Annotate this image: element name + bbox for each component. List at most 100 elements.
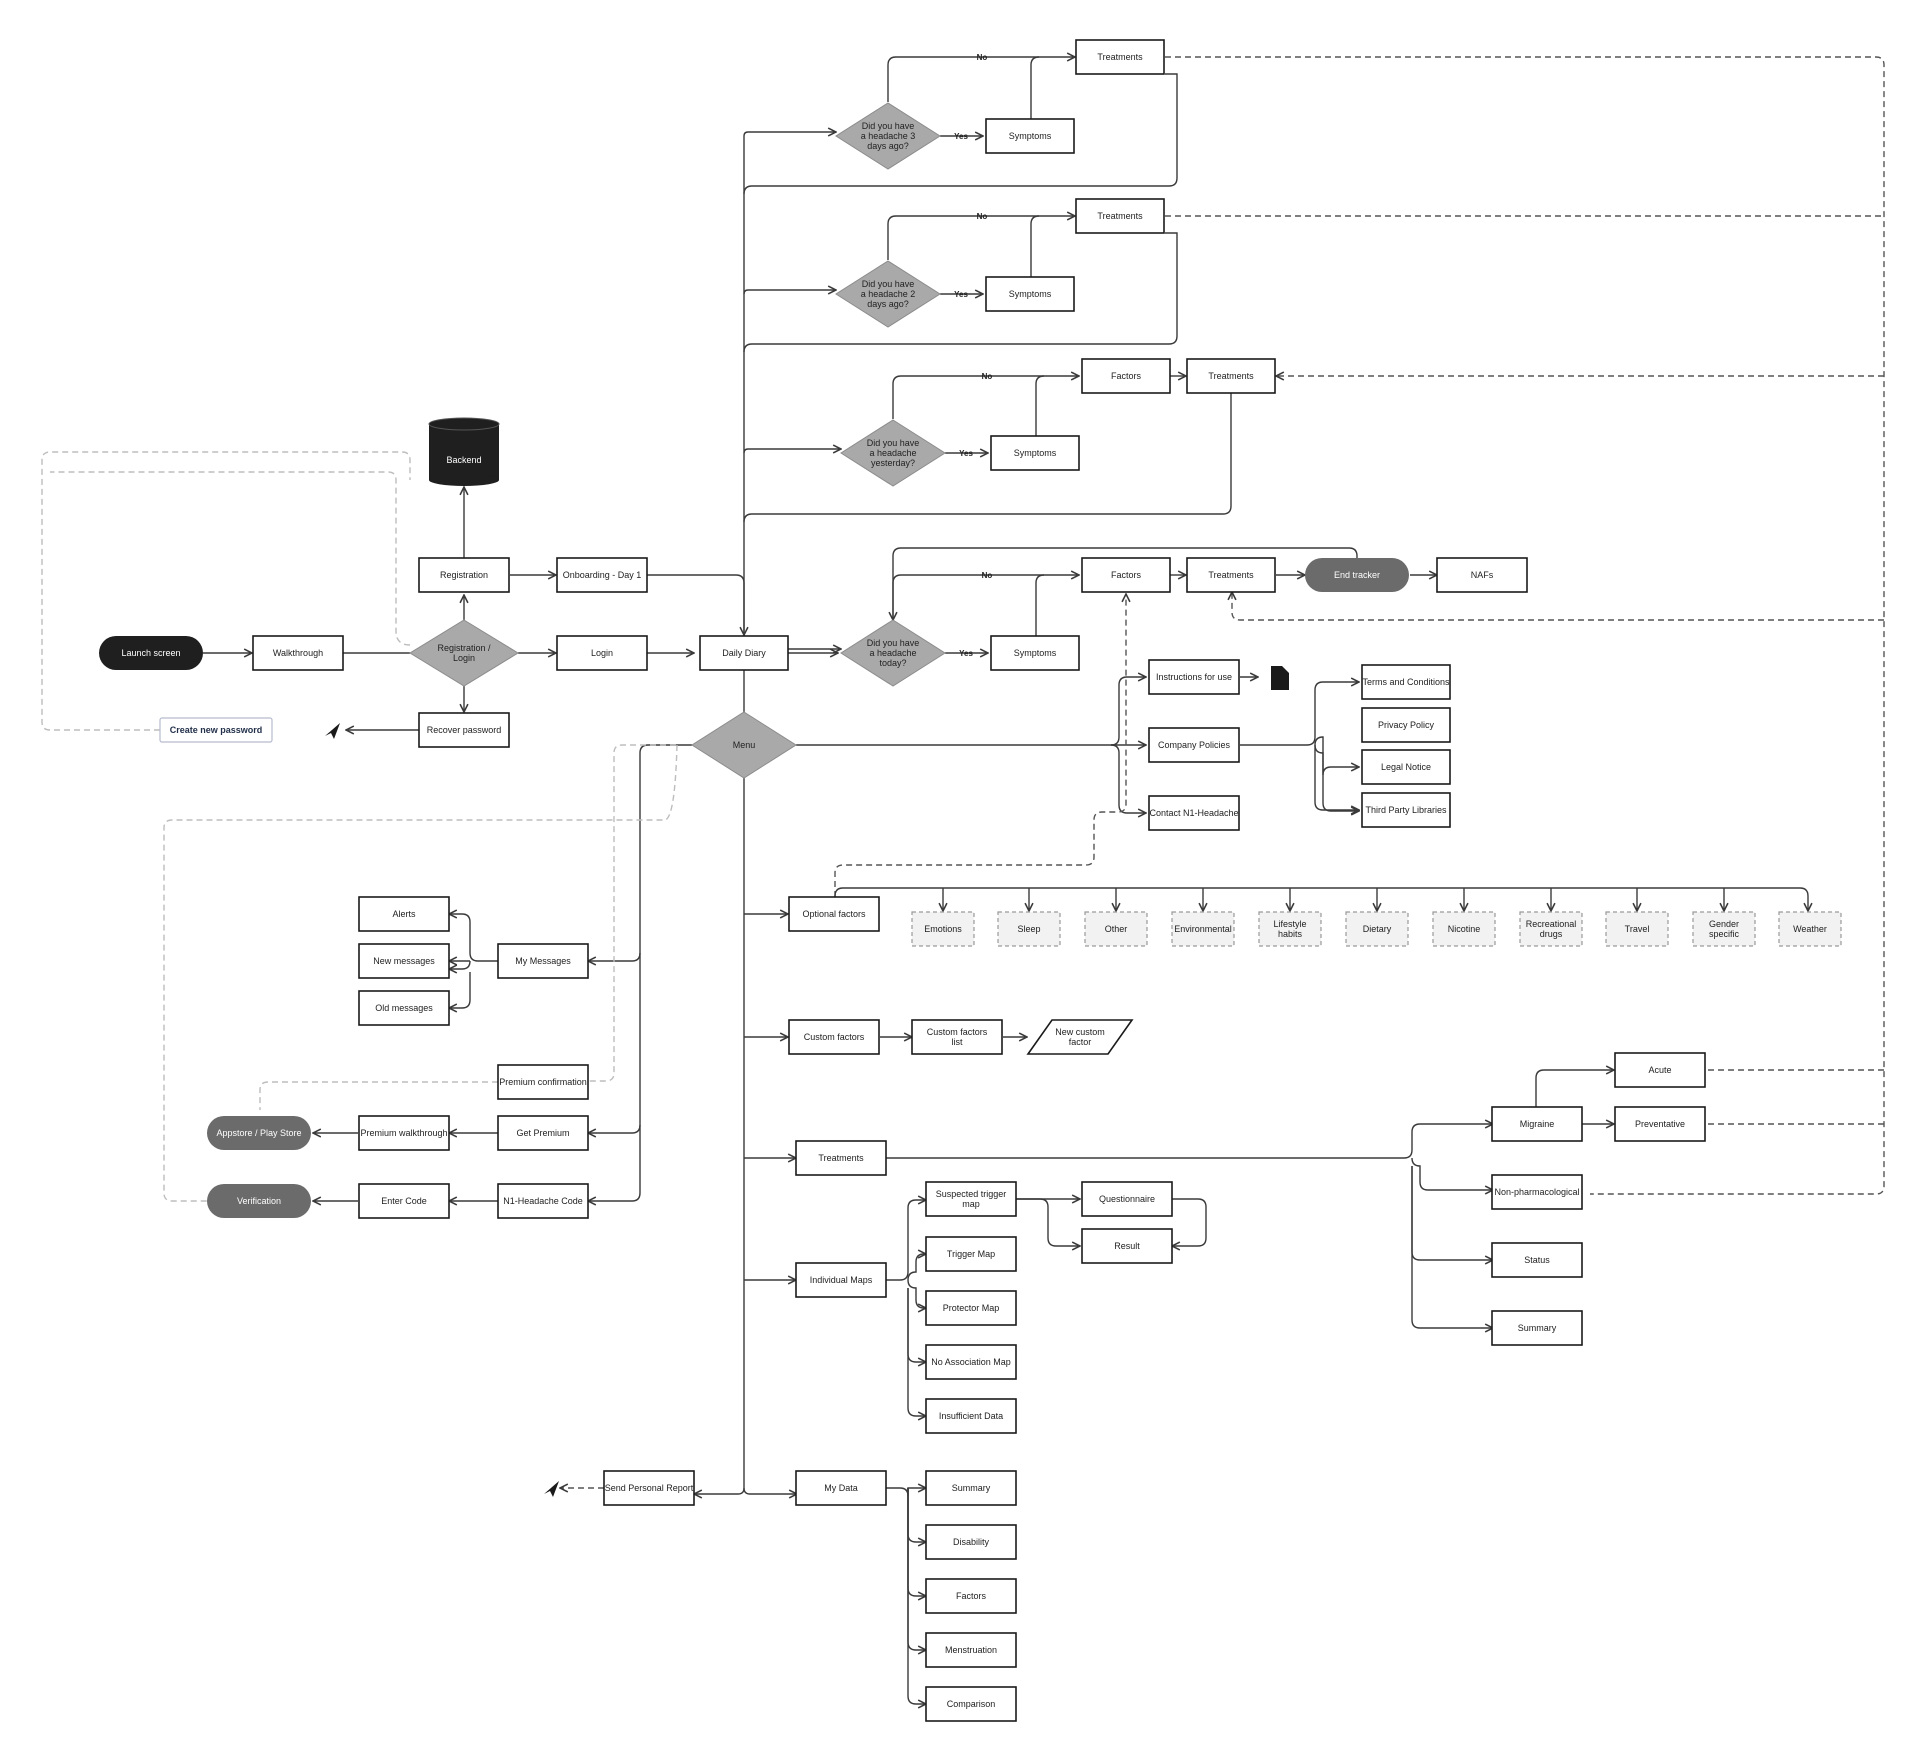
node-label: Acute — [1648, 1065, 1671, 1075]
node-label: Protector Map — [943, 1303, 1000, 1313]
weather-factor-node: Weather — [1778, 911, 1842, 947]
connector — [588, 744, 676, 1082]
node-label: Summary — [952, 1483, 991, 1493]
connector — [886, 1124, 1493, 1159]
connector — [588, 1124, 641, 1133]
node-label-line: list — [952, 1037, 963, 1047]
verification-terminal: Verification — [207, 1184, 311, 1218]
node-label: My Messages — [515, 956, 571, 966]
branch-label: Yes — [954, 132, 968, 141]
connector — [886, 1200, 926, 1281]
connector — [646, 574, 744, 635]
connector — [163, 744, 678, 1202]
connector — [907, 1488, 926, 1704]
database-icon: Backend — [428, 417, 500, 486]
node-label-line: Login — [453, 653, 475, 663]
node-label-line: a headache — [869, 448, 916, 458]
dietary-factor-node: Dietary — [1345, 911, 1409, 947]
backend-label: Backend — [446, 455, 481, 465]
node-label-line: Gender — [1709, 919, 1739, 929]
migraine-node: Migraine — [1491, 1106, 1583, 1142]
node-label-line: Lifestyle — [1273, 919, 1306, 929]
node-label: New messages — [373, 956, 435, 966]
node-label: Registration /Login — [437, 643, 491, 663]
node-label: Comparison — [947, 1699, 996, 1709]
node-label-line: factor — [1069, 1037, 1092, 1047]
optional-factors-node: Optional factors — [788, 896, 880, 932]
connector — [907, 1488, 926, 1542]
node-label: Dietary — [1363, 924, 1392, 934]
node-label-line: Recreational — [1526, 919, 1577, 929]
node-label: Verification — [237, 1196, 281, 1206]
node-label: N1-Headache Code — [503, 1196, 583, 1206]
node-label-line: Did you have — [867, 638, 920, 648]
treatments-node: Treatments — [1186, 358, 1276, 394]
node-label: My Data — [824, 1483, 858, 1493]
connector — [1411, 1157, 1493, 1190]
connector — [892, 376, 1079, 419]
node-label: Insufficient Data — [939, 1411, 1003, 1421]
node-label: Weather — [1793, 924, 1827, 934]
node-label: Login — [591, 648, 613, 658]
nafs-node: NAFs — [1436, 557, 1528, 593]
node-label-line: habits — [1278, 929, 1303, 939]
travel-factor-node: Travel — [1605, 911, 1669, 947]
connector — [50, 471, 411, 646]
emotions-factor-node: Emotions — [911, 911, 975, 947]
node-label: Privacy Policy — [1378, 720, 1435, 730]
connector — [743, 132, 836, 136]
node-label: Send Personal Report — [605, 1483, 694, 1493]
node-label: End tracker — [1334, 570, 1380, 580]
node-label: Non-pharmacological — [1494, 1187, 1579, 1197]
branch-label: No — [982, 372, 993, 381]
recover-password-node: Recover password — [418, 712, 510, 748]
connector — [834, 887, 1808, 911]
factors-node: Factors — [925, 1578, 1017, 1614]
node-label: Menu — [733, 740, 756, 750]
connector — [893, 547, 1358, 620]
connector — [907, 1288, 926, 1362]
factors-node: Factors — [1081, 358, 1171, 394]
node-label: Company Policies — [1158, 740, 1231, 750]
node-label: Daily Diary — [722, 648, 766, 658]
n1-headache-code-node: N1-Headache Code — [497, 1183, 589, 1219]
node-label: Symptoms — [1014, 448, 1057, 458]
menstruation-node: Menstruation — [925, 1632, 1017, 1668]
node-label: Launch screen — [121, 648, 180, 658]
questionnaire-node: Questionnaire — [1081, 1181, 1173, 1217]
connector — [834, 594, 1126, 897]
premium-confirmation-node: Premium confirmation — [497, 1064, 589, 1100]
node-label-line: yesterday? — [871, 458, 915, 468]
node-label: Factors — [1111, 570, 1142, 580]
enter-code-node: Enter Code — [358, 1183, 450, 1219]
node-label: Nicotine — [1448, 924, 1481, 934]
connector — [1411, 1166, 1493, 1328]
node-label: Premium confirmation — [499, 1077, 587, 1087]
treatments-node: Treatments — [1075, 198, 1165, 234]
connector — [1035, 574, 1045, 636]
connectors — [41, 57, 1885, 1704]
individual-maps-node: Individual Maps — [795, 1262, 887, 1298]
node-label: Migraine — [1520, 1119, 1555, 1129]
terms-and-conditions-node: Terms and Conditions — [1361, 664, 1451, 700]
connector — [743, 392, 1232, 523]
node-label: Appstore / Play Store — [216, 1128, 301, 1138]
summary-node: Summary — [1491, 1310, 1583, 1346]
my-messages-node: My Messages — [497, 943, 589, 979]
protector-map-node: Protector Map — [925, 1290, 1017, 1326]
node-label: Sleep — [1017, 924, 1040, 934]
registration-login-decision: Registration /Login — [409, 619, 519, 687]
branch-label: No — [977, 53, 988, 62]
node-label-line: map — [962, 1199, 980, 1209]
node-label: Instructions for use — [1156, 672, 1232, 682]
connector — [907, 1488, 926, 1650]
treatments-node: Treatments — [1075, 39, 1165, 75]
